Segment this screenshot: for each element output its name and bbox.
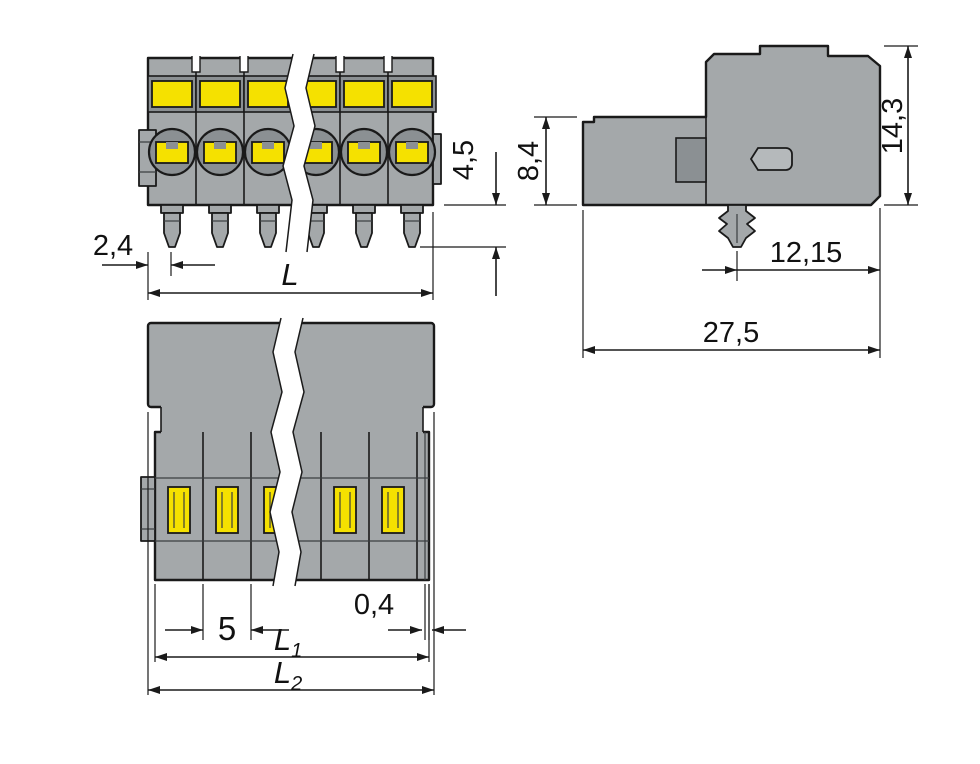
dim-label-pole-pitch: 5 [218, 610, 236, 647]
break-line [282, 53, 295, 253]
dim-l2: L2 [147, 412, 435, 695]
lever-slot [151, 80, 193, 108]
top-notch [335, 56, 345, 73]
break-line [269, 317, 283, 587]
dim-label-plug-height: 8,4 [513, 141, 545, 181]
lever-slot [199, 80, 241, 108]
dim-plug-height: 8,4 [513, 116, 577, 206]
pin-shoulder [208, 204, 232, 214]
pole [147, 75, 197, 177]
clamp-notch [310, 142, 322, 149]
dim-pin-offset: 2,4 [93, 230, 215, 300]
l1-subscript: 1 [291, 640, 302, 662]
clamp-notch [166, 142, 178, 149]
dim-label-wall-thickness: 0,4 [354, 589, 394, 621]
dim-label-pin-offset: 2,4 [93, 230, 133, 262]
solder-pin [403, 212, 421, 248]
contact-slot [215, 486, 239, 534]
solder-pin [211, 212, 229, 248]
dim-l1: L1 [154, 584, 430, 662]
dim-label-length-total: L [281, 257, 298, 292]
top-notch [383, 56, 393, 73]
dim-total-height: 14,3 [877, 45, 918, 206]
top-notch [191, 56, 201, 73]
dim-label-depth-total: 27,5 [703, 317, 759, 349]
pin-shoulder [400, 204, 424, 214]
lever-slot [391, 80, 433, 108]
dim-label-foot-to-edge: 12,15 [770, 237, 843, 269]
l2-subscript: 2 [290, 673, 302, 695]
pole [243, 75, 293, 177]
break-gap [283, 54, 315, 252]
solder-pin [259, 212, 277, 248]
pin-shoulder [352, 204, 376, 214]
clamp-notch [262, 142, 274, 149]
side-recess [675, 137, 707, 183]
dim-label-total-height: 14,3 [877, 98, 909, 154]
l1-main: L [274, 622, 291, 657]
lever-slot [343, 80, 385, 108]
bottom-view [140, 317, 436, 587]
top-notch [239, 56, 249, 73]
marking-field [749, 147, 793, 171]
side-view [581, 44, 882, 248]
clamp-notch [214, 142, 226, 149]
solder-pin [355, 212, 373, 248]
pole [387, 75, 437, 177]
dim-pin-length: 4,5 [420, 140, 506, 296]
solder-pins [160, 204, 424, 248]
dim-foot-to-edge: 12,15 [702, 208, 881, 358]
break-line [303, 53, 316, 253]
dim-label-l2: L2 [274, 655, 302, 695]
pin-shoulder [256, 204, 280, 214]
dim-label-l1: L1 [274, 622, 302, 662]
dim-length-total: L [148, 212, 434, 300]
clamp-notch [358, 142, 370, 149]
l2-main: L [274, 655, 291, 690]
contact-slot [381, 486, 405, 534]
contact-slot [167, 486, 191, 534]
pole [339, 75, 389, 177]
dim-depth-total: 27,5 [582, 210, 880, 358]
connector-body-side [581, 44, 882, 207]
front-view [138, 53, 442, 253]
dim-pole-pitch: 5 [165, 584, 289, 647]
break-gap [270, 318, 304, 586]
dim-wall-thickness: 0,4 [354, 584, 466, 640]
contact-slot [333, 486, 357, 534]
pole [195, 75, 245, 177]
lever-slot [247, 80, 289, 108]
clamp-notch [406, 142, 418, 149]
dim-label-pin-length: 4,5 [448, 140, 480, 180]
pin-shoulder [160, 204, 184, 214]
break-line [291, 317, 305, 587]
solder-pin [163, 212, 181, 248]
